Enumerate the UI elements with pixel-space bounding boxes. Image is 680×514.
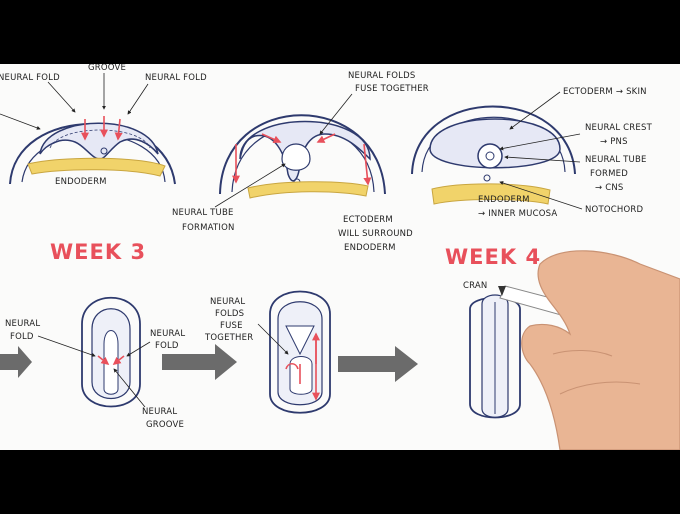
embryology-diagram: NEURAL FOLD GROOVE NEURAL FOLD ENDODERM … [0, 64, 680, 450]
label-folds-fuse-b-3: FUSE [220, 321, 243, 331]
label-endoderm-inner-1: ENDODERM [478, 195, 530, 205]
dorsal-view-neural-groove [81, 296, 141, 408]
label-neural-fold-bl-2: FOLD [10, 332, 34, 342]
label-neural-fold-bm-1: NEURAL [150, 329, 185, 339]
label-folds-fuse-b-2: FOLDS [215, 309, 244, 319]
cross-section-folds-fusing [219, 114, 386, 199]
week-4-heading: WEEK 4 [445, 245, 541, 269]
label-ectoderm-surround-1: ECTODERM [343, 215, 393, 225]
label-neural-tube-formed-2: FORMED [590, 169, 628, 179]
label-notochord: NOTOCHORD [585, 205, 643, 215]
arrow-block-right [338, 346, 418, 382]
label-neural-groove-b-2: GROOVE [146, 420, 184, 430]
label-folds-fuse-2: FUSE TOGETHER [355, 84, 429, 94]
label-neural-tube-formed-3: → CNS [595, 183, 624, 193]
arrow-block-left [0, 346, 32, 378]
arrow-block-middle [162, 344, 237, 380]
hand-with-marker [498, 250, 680, 450]
label-folds-fuse-1: NEURAL FOLDS [348, 71, 415, 81]
label-groove: GROOVE [88, 64, 126, 73]
label-neural-fold-bl-1: NEURAL [5, 319, 40, 329]
label-folds-fuse-b-1: NEURAL [210, 297, 245, 307]
label-neural-fold-tr: NEURAL FOLD [145, 73, 207, 83]
cross-section-neural-groove [9, 116, 176, 185]
dorsal-view-folds-fusing [269, 290, 331, 414]
label-ectoderm-surround-3: ENDODERM [344, 243, 396, 253]
label-ectoderm-skin: ECTODERM → SKIN [563, 87, 647, 97]
label-neural-groove-b-1: NEURAL [142, 407, 177, 417]
dorsal-view-neural-tube [469, 294, 521, 419]
label-ectoderm-surround-2: WILL SURROUND [338, 229, 413, 239]
label-neural-tube-formed-1: NEURAL TUBE [585, 155, 647, 165]
label-neural-crest-1: NEURAL CREST [585, 123, 653, 133]
label-neural-fold-tl: NEURAL FOLD [0, 73, 60, 83]
week-3-heading: WEEK 3 [50, 240, 146, 264]
label-endoderm-left: ENDODERM [55, 177, 107, 187]
label-endoderm-inner-2: → INNER MUCOSA [478, 209, 557, 219]
label-neural-tube-formation-1: NEURAL TUBE [172, 208, 234, 218]
label-neural-crest-2: → PNS [600, 137, 628, 147]
label-folds-fuse-b-4: TOGETHER [204, 333, 253, 343]
cross-section-neural-tube-formed [411, 105, 576, 205]
label-neural-tube-formation-2: FORMATION [182, 223, 235, 233]
whiteboard-canvas: NEURAL FOLD GROOVE NEURAL FOLD ENDODERM … [0, 64, 680, 450]
label-cran: CRAN [463, 281, 487, 291]
label-neural-fold-bm-2: FOLD [155, 341, 179, 351]
